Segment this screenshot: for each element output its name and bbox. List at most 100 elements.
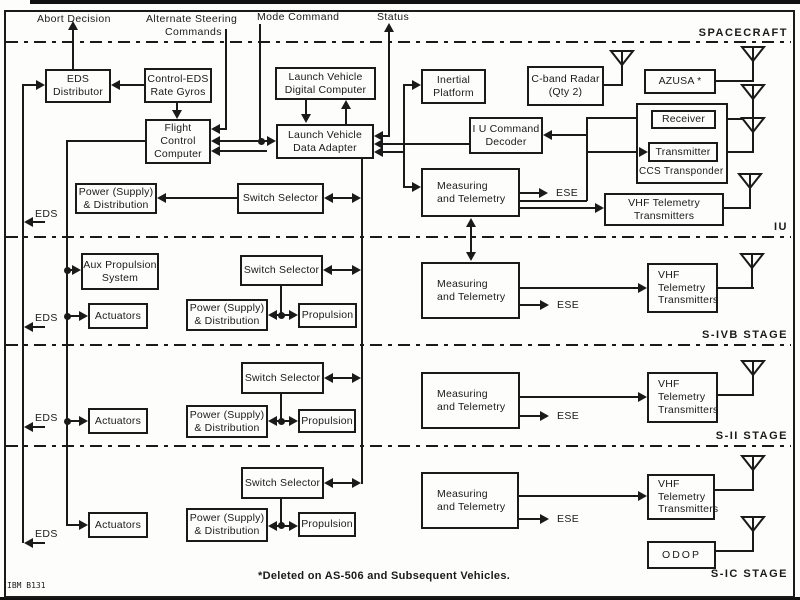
box-transmitter: Transmitter [648,142,718,162]
arrowhead-icon [352,265,361,275]
label-status: Status [377,11,410,23]
arrowhead-icon [24,217,33,227]
box-lv-digital-computer: Launch Vehicle Digital Computer [275,67,376,100]
connector-line [716,550,754,552]
footnote: *Deleted on AS-506 and Subsequent Vehicl… [258,570,511,582]
connector-line [331,197,353,199]
arrowhead-icon [111,80,120,90]
arrowhead-icon [79,416,88,426]
box-power-distribution-iu: Power (Supply) & Distribution [75,183,157,214]
connector-line [520,396,639,398]
box-power-distribution-sivb: Power (Supply) & Distribution [186,299,268,331]
box-flight-control-computer: Flight Control Computer [145,119,211,164]
arrowhead-icon [540,411,549,421]
arrowhead-icon [24,538,33,548]
ss-sivb-drop-line [280,286,282,315]
box-power-distribution-sii: Power (Supply) & Distribution [186,405,268,438]
arrowhead-icon [638,392,647,402]
box-propulsion-sic: Propulsion [298,512,356,537]
fcc-actuator-bus-line [66,141,68,525]
connector-line [403,84,413,86]
box-c-band-radar: C-band Radar (Qty 2) [527,66,604,106]
arrowhead-icon [36,80,45,90]
connector-line [381,151,404,153]
connector-line [520,415,542,417]
junction-dot [258,138,265,145]
arrowhead-icon [72,265,81,275]
box-measuring-telemetry-sii: Measuring and Telemetry [421,372,520,429]
connector-line [330,482,353,484]
stage-label-s-ii: S-II STAGE [715,430,788,442]
connector-line [724,207,751,209]
junction-dot [278,418,285,425]
connector-line [520,192,541,194]
label-ese-sii: ESE [557,410,580,422]
connector-line [219,150,267,152]
connector-line [520,207,596,209]
junction-dot [64,418,71,425]
box-switch-selector-sii: Switch Selector [241,362,324,394]
arrowhead-icon [352,373,361,383]
arrowhead-icon [211,146,220,156]
arrowhead-icon [68,21,78,30]
label-ese-sivb: ESE [557,299,580,311]
connector-line [519,495,639,497]
connector-line [520,287,639,289]
ccs-transponder-label: CCS Transponder [639,166,724,177]
box-measuring-telemetry-sic: Measuring and Telemetry [421,472,519,529]
arrowhead-icon [466,252,476,261]
arrowhead-icon [374,131,383,141]
connector-line [550,134,587,136]
arrowhead-icon [352,478,361,488]
connector-line [519,518,542,520]
arrowhead-icon [638,491,647,501]
arrowhead-icon [352,193,361,203]
arrowhead-icon [341,100,351,109]
connector-line [66,140,145,142]
label-eds-sivb: EDS [35,312,58,324]
connector-line [118,84,144,86]
arrowhead-icon [324,478,333,488]
connector-line [716,80,754,82]
box-switch-selector-iu: Switch Selector [237,183,324,214]
connector-line [520,304,542,306]
box-actuators-sivb: Actuators [88,303,148,329]
eds-stub-line [30,326,45,328]
arrowhead-icon [172,110,182,119]
arrowhead-icon [268,521,277,531]
box-power-distribution-sic: Power (Supply) & Distribution [186,508,268,542]
connector-line [218,128,227,130]
box-vhf-telemetry-sivb: VHF Telemetry Transmitters [647,263,718,313]
connector-line [604,84,623,86]
label-abort-decision: Abort Decision [37,13,111,25]
connector-line [66,524,80,526]
switch-selector-bus-line [361,159,363,484]
alternate-steering-line [225,29,227,129]
box-eds-distributor: EDS Distributor [45,69,111,103]
ss-sic-drop-line [280,498,282,526]
label-eds-sic: EDS [35,528,58,540]
antenna-icon [740,46,766,81]
connector-line [66,315,80,317]
diagram-border [4,10,795,598]
arrowhead-icon [79,311,88,321]
antenna-icon [737,173,763,208]
box-iu-command-decoder: I U Command Decoder [469,117,543,154]
arrowhead-icon [638,283,647,293]
box-vhf-telemetry-sii: VHF Telemetry Transmitters [647,372,718,423]
eds-bus-line [22,84,24,543]
arrowhead-icon [639,147,648,157]
connector-line [164,197,237,199]
lvda-platform-telemetry-line [403,84,405,188]
arrowhead-icon [384,23,394,32]
abort-decision-line [72,28,74,69]
box-measuring-telemetry-iu: Measuring and Telemetry [421,168,520,217]
arrowhead-icon [466,218,476,227]
arrowhead-icon [543,130,552,140]
connector-line [716,118,754,120]
lvda-to-lvdc-line [345,108,347,125]
box-vhf-telemetry-sic: VHF Telemetry Transmitters [647,474,718,520]
antenna-icon [740,117,766,152]
arrowhead-icon [289,521,298,531]
arrowhead-icon [289,416,298,426]
